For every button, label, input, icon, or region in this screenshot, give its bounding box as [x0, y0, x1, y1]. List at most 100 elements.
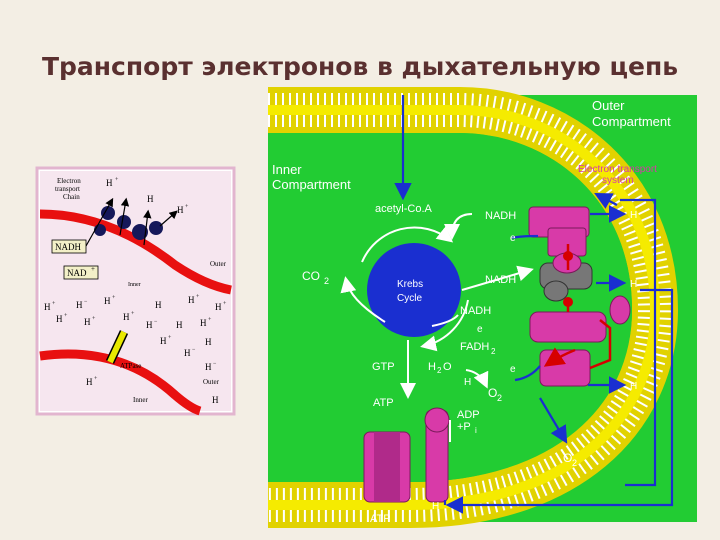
svg-text:H: H	[56, 314, 63, 324]
svg-text:H: H	[176, 320, 183, 330]
atp-label-1: ATP	[373, 397, 394, 409]
h-plus-label-1: H	[464, 377, 471, 388]
inset-nadh: NADH	[55, 242, 81, 252]
inset-inner-bottom: Inner	[133, 396, 148, 404]
svg-text:+: +	[115, 177, 119, 183]
inset-membrane-top	[39, 209, 232, 295]
svg-text:H: H	[86, 377, 93, 387]
svg-text:2: 2	[437, 366, 442, 375]
svg-text:+: +	[185, 204, 189, 210]
inset-membrane-bottom	[39, 349, 202, 416]
svg-text:+: +	[168, 335, 172, 341]
svg-text:H: H	[205, 337, 212, 347]
inset-atpase	[105, 330, 129, 364]
complex-ii	[539, 252, 593, 302]
outer-compartment-label-1: Outer	[592, 98, 625, 113]
svg-text:H: H	[200, 318, 207, 328]
inset-chain-label-3: Chain	[63, 193, 80, 201]
svg-text:H: H	[215, 302, 222, 312]
svg-text:H: H	[184, 348, 191, 358]
inner-compartment-label-2: Compartment	[272, 177, 351, 192]
pi-label: +P	[457, 421, 471, 433]
krebs-cycle	[367, 243, 461, 337]
inset-nad: NAD	[67, 268, 87, 278]
svg-text:2: 2	[572, 458, 577, 468]
svg-text:H: H	[146, 320, 153, 330]
svg-text:−: −	[84, 299, 88, 305]
svg-text:+: +	[112, 295, 116, 301]
co2-label: CO	[302, 269, 320, 283]
svg-text:2: 2	[497, 393, 502, 403]
complex-i	[528, 206, 590, 257]
inset-diagram: Electron transport Chain NADH NAD + Oute…	[35, 166, 236, 416]
main-diagram: Outer Compartment Inner Compartment Elec…	[268, 87, 697, 528]
svg-text:−: −	[213, 361, 217, 367]
svg-text:H: H	[205, 362, 212, 372]
svg-text:H: H	[188, 295, 195, 305]
flow-arrows	[340, 213, 534, 442]
svg-text:i: i	[475, 426, 477, 435]
inner-compartment-label-1: Inner	[272, 162, 302, 177]
h2o-label: H	[428, 361, 436, 373]
adp-label: ADP	[457, 409, 480, 421]
page-title: Транспорт электронов в дыхательную цепь	[41, 52, 679, 81]
svg-text:+: +	[131, 311, 135, 317]
svg-text:−: −	[154, 319, 158, 325]
o2-label-2: O	[563, 451, 572, 465]
nadh-label-3: NADH	[460, 305, 491, 317]
atp-label-2: ATP	[370, 513, 391, 525]
svg-text:H: H	[160, 336, 167, 346]
inset-chain-label-1: Electron	[57, 177, 81, 185]
svg-text:H: H	[44, 302, 51, 312]
svg-text:+: +	[64, 313, 68, 319]
krebs-label-1: Krebs	[397, 279, 423, 290]
svg-text:O: O	[443, 361, 452, 373]
h-plus-label-3: H	[630, 279, 637, 290]
svg-text:2: 2	[324, 276, 329, 286]
svg-text:H: H	[212, 395, 219, 405]
svg-text:−: −	[192, 347, 196, 353]
svg-text:+: +	[92, 316, 96, 322]
svg-text:+: +	[196, 294, 200, 300]
svg-text:+: +	[52, 301, 56, 307]
svg-text:+: +	[94, 376, 98, 382]
svg-text:2: 2	[491, 347, 496, 356]
svg-text:H: H	[106, 178, 113, 188]
svg-text:H: H	[177, 205, 184, 215]
ets-label-1: Electron transport	[578, 164, 657, 175]
h-plus-label-4: H	[630, 381, 637, 392]
atp-synthase-channel	[424, 407, 450, 503]
acetyl-coa-label: acetyl-Co.A	[375, 203, 433, 215]
svg-text:H: H	[76, 300, 83, 310]
inset-outer-bottom: Outer	[203, 378, 220, 386]
inset-inner-top: Inner	[128, 282, 141, 288]
electron-label-3: e	[510, 364, 516, 375]
nadh-label-2: NADH	[485, 274, 516, 286]
svg-text:H: H	[84, 317, 91, 327]
h-plus-label-2: H	[630, 210, 637, 221]
outer-compartment-label-2: Compartment	[592, 114, 671, 129]
atp-synthase-left	[363, 431, 411, 503]
electron-label-2: e	[477, 324, 483, 335]
svg-text:+: +	[223, 301, 227, 307]
gtp-label: GTP	[372, 361, 395, 373]
o2-label-1: O	[488, 386, 497, 400]
electron-label-1: e	[510, 233, 516, 244]
svg-text:+: +	[208, 317, 212, 323]
inset-outer-top: Outer	[210, 260, 227, 268]
inset-nad-plus: +	[91, 265, 95, 273]
svg-text:H: H	[104, 296, 111, 306]
ets-label-2: system	[602, 175, 634, 186]
nadh-label-1: NADH	[485, 210, 516, 222]
svg-text:H: H	[155, 300, 162, 310]
complex-iii	[529, 295, 631, 343]
inset-protein-chain	[85, 197, 178, 247]
krebs-label-2: Cycle	[397, 293, 422, 304]
svg-text:H: H	[147, 194, 154, 204]
fadh2-label: FADH	[460, 341, 489, 353]
inset-proton-labels: H+ H H+ H+ H− H+ H H+ H+ H+ H+ H+ H− H H…	[44, 177, 227, 405]
svg-text:H: H	[123, 312, 130, 322]
inset-chain-label-2: transport	[55, 185, 80, 193]
electron-arrows	[394, 95, 674, 514]
